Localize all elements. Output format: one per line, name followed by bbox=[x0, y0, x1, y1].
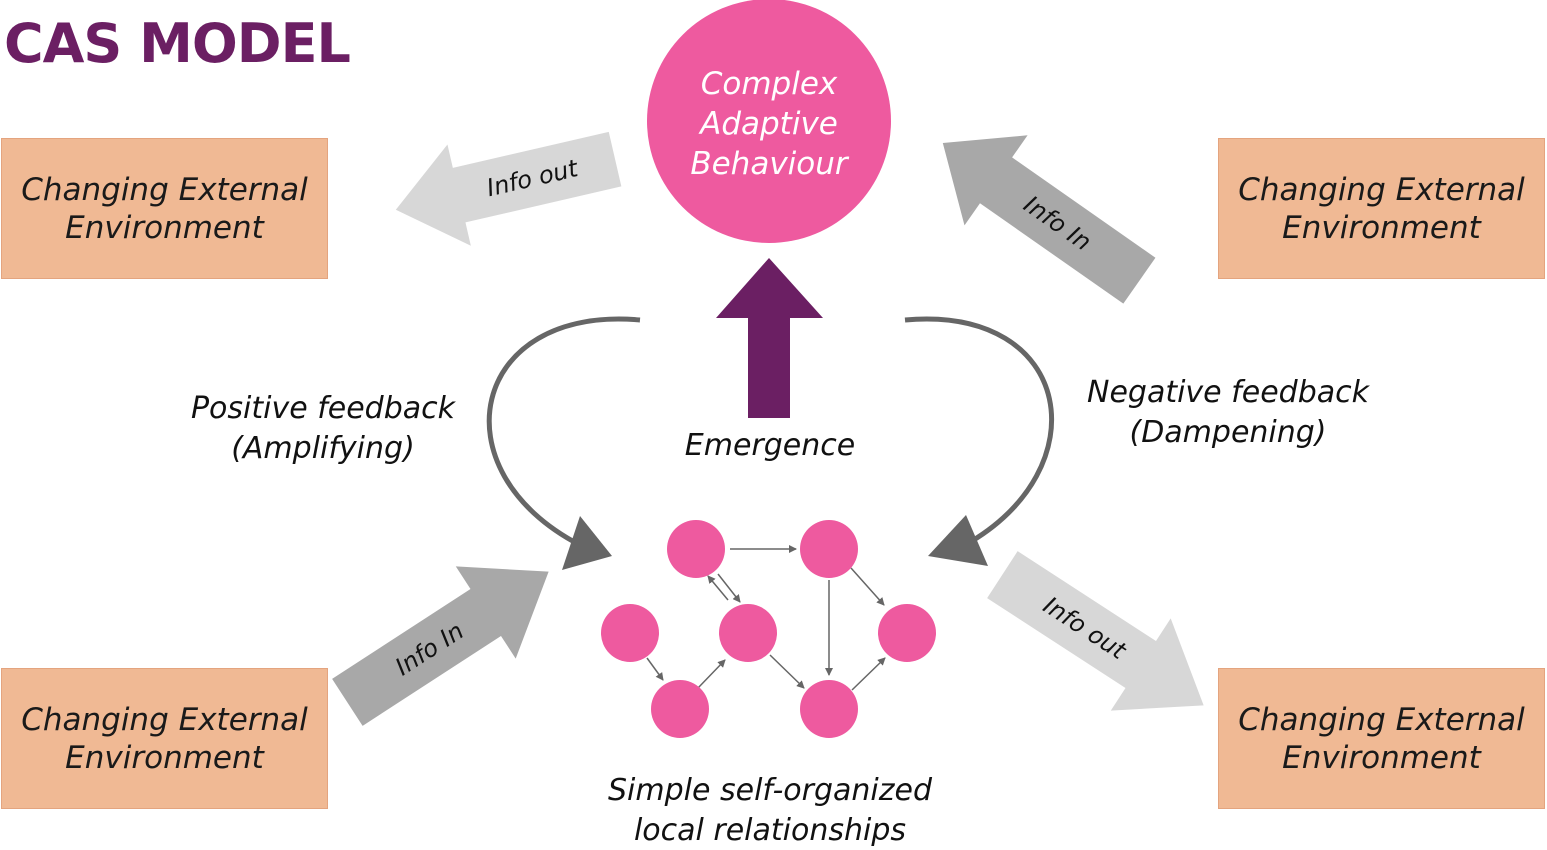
environment-line-2: Environment bbox=[1282, 209, 1481, 246]
negative-feedback-line-1: Negative feedback bbox=[1087, 375, 1371, 410]
center-node-line-1: Complex bbox=[701, 66, 838, 102]
page-title: CAS MODEL bbox=[4, 12, 351, 75]
emergence-label: Emergence bbox=[685, 428, 855, 463]
network-edge bbox=[851, 657, 886, 691]
network-nodes bbox=[601, 520, 936, 738]
info-out-arrow-bottom bbox=[987, 551, 1204, 711]
network-edge bbox=[850, 567, 885, 606]
environment-line-1: Changing External bbox=[1238, 701, 1525, 738]
environment-box-top-right: Changing External Environment bbox=[1218, 138, 1545, 279]
environment-line-2: Environment bbox=[65, 739, 264, 776]
positive-feedback-line-2: (Amplifying) bbox=[231, 431, 415, 466]
positive-feedback-line-1: Positive feedback bbox=[191, 391, 457, 426]
positive-feedback-arrowhead bbox=[562, 516, 612, 570]
info-in-arrow-top bbox=[942, 135, 1156, 304]
center-node-line-2: Adaptive bbox=[698, 106, 838, 142]
environment-line-1: Changing External bbox=[21, 171, 308, 208]
center-node-line-3: Behaviour bbox=[690, 146, 850, 182]
network-node bbox=[719, 604, 777, 662]
positive-feedback-curve bbox=[486, 316, 641, 548]
network-label-line-2: local relationships bbox=[634, 813, 906, 848]
environment-box-bottom-left: Changing External Environment bbox=[1, 668, 328, 809]
environment-box-bottom-right: Changing External Environment bbox=[1218, 668, 1545, 809]
network-edges bbox=[646, 545, 886, 691]
environment-box-top-left: Changing External Environment bbox=[1, 138, 328, 279]
network-node bbox=[878, 604, 936, 662]
network-node bbox=[651, 680, 709, 738]
network-label-line-1: Simple self-organized bbox=[608, 773, 933, 808]
negative-feedback-arrowhead bbox=[928, 515, 988, 566]
network-edge bbox=[717, 573, 741, 603]
negative-feedback-line-2: (Dampening) bbox=[1129, 415, 1326, 450]
environment-line-1: Changing External bbox=[21, 701, 308, 738]
network-node bbox=[601, 604, 659, 662]
emergence-arrow bbox=[716, 258, 823, 418]
network-edge bbox=[646, 657, 664, 681]
network-edge bbox=[707, 575, 729, 601]
environment-line-2: Environment bbox=[65, 209, 264, 246]
environment-line-1: Changing External bbox=[1238, 171, 1525, 208]
network-edge bbox=[697, 659, 726, 689]
network-node bbox=[800, 680, 858, 738]
network-edge bbox=[769, 654, 805, 689]
network-node bbox=[800, 520, 858, 578]
network-node bbox=[667, 520, 725, 578]
negative-feedback-curve bbox=[904, 316, 1055, 548]
complex-adaptive-behaviour-node bbox=[647, 0, 891, 243]
info-out-arrow-top bbox=[395, 131, 622, 246]
environment-line-2: Environment bbox=[1282, 739, 1481, 776]
info-in-arrow-bottom bbox=[332, 566, 549, 726]
